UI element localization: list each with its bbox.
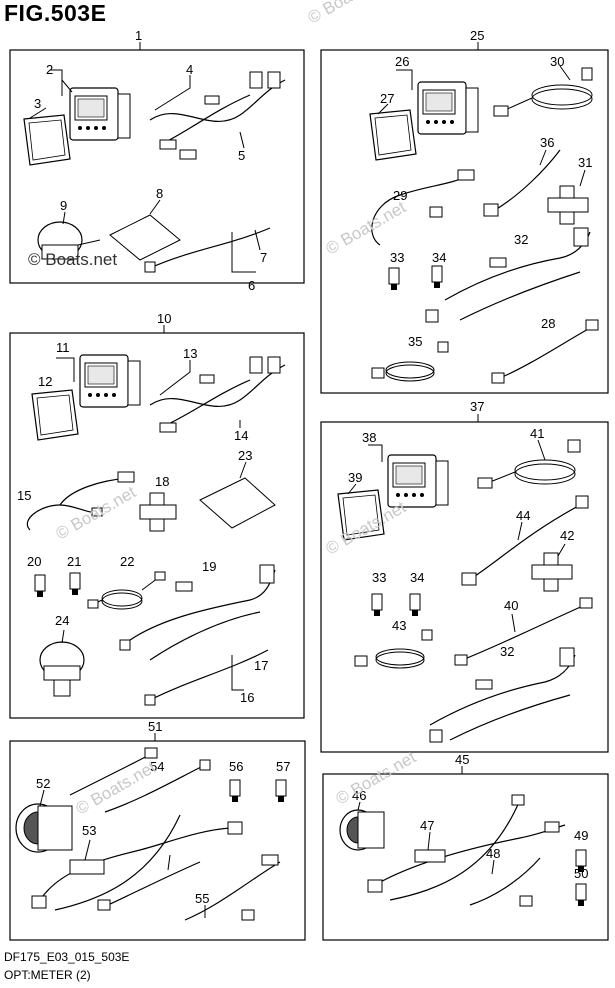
callout: 3 [34, 96, 41, 111]
callout: 41 [530, 426, 544, 441]
callout: 42 [560, 528, 574, 543]
callout: 12 [38, 374, 52, 389]
kit-51-box: 51 52 53 54 55 56 57 [9, 719, 306, 941]
callout: 46 [352, 788, 366, 803]
callout: 2 [46, 62, 53, 77]
callout: 24 [55, 613, 69, 628]
callout: 51 [148, 719, 162, 734]
callout: 57 [276, 759, 290, 774]
callout: 36 [540, 135, 554, 150]
callout: 32 [514, 232, 528, 247]
callout: 39 [348, 470, 362, 485]
callout: 52 [36, 776, 50, 791]
callout: 49 [574, 828, 588, 843]
figure-title: FIG.503E [4, 0, 107, 26]
callout: 34 [432, 250, 446, 265]
watermark: © Boats.net [305, 0, 392, 27]
callout: 40 [504, 598, 518, 613]
callout: 10 [157, 311, 171, 326]
callout: 32 [500, 644, 514, 659]
callout: 44 [516, 508, 530, 523]
callout: 45 [455, 752, 469, 767]
callout: 17 [254, 658, 268, 673]
callout: 29 [393, 188, 407, 203]
kit-1-box: 1 2 3 4 5 6 7 8 9 [9, 28, 305, 293]
callout: 35 [408, 334, 422, 349]
callout: 22 [120, 554, 134, 569]
callout: 1 [135, 28, 142, 43]
footer-caption: OPT:METER (2) [4, 968, 91, 982]
callout: 28 [541, 316, 555, 331]
watermark: © Boats.net [28, 250, 117, 269]
kit-37-box: 37 38 39 40 41 42 43 44 33 34 32 [320, 399, 609, 753]
watermark: © Boats.net [73, 757, 160, 818]
callout: 48 [486, 846, 500, 861]
callout: 7 [260, 250, 267, 265]
callout: 21 [67, 554, 81, 569]
callout: 43 [392, 618, 406, 633]
callout: 16 [240, 690, 254, 705]
callout: 56 [229, 759, 243, 774]
callout: 31 [578, 155, 592, 170]
callout: 15 [17, 488, 31, 503]
kit-10-box: 10 11 12 13 14 15 16 17 18 19 20 21 22 2… [9, 311, 305, 719]
callout: 19 [202, 559, 216, 574]
callout: 23 [238, 448, 252, 463]
callout: 47 [420, 818, 434, 833]
watermark: © Boats.net [53, 482, 140, 543]
callout: 55 [195, 891, 209, 906]
callout: 20 [27, 554, 41, 569]
callout: 50 [574, 866, 588, 881]
callout: 8 [156, 186, 163, 201]
callout: 14 [234, 428, 248, 443]
callout: 54 [150, 759, 164, 774]
watermark: © Boats.net [333, 747, 420, 808]
kit-25-box: 25 26 27 28 29 30 31 32 33 34 35 36 [320, 28, 609, 394]
callout: 4 [186, 62, 193, 77]
callout: 30 [550, 54, 564, 69]
callout: 5 [238, 148, 245, 163]
callout: 6 [248, 278, 255, 293]
callout: 11 [56, 340, 70, 355]
kit-45-box: 45 46 47 48 49 50 [322, 752, 609, 941]
callout: 53 [82, 823, 96, 838]
footer-code: DF175_E03_015_503E [4, 950, 130, 964]
callout: 34 [410, 570, 424, 585]
callout: 37 [470, 399, 484, 414]
callout: 38 [362, 430, 376, 445]
callout: 18 [155, 474, 169, 489]
callout: 13 [183, 346, 197, 361]
callout: 26 [395, 54, 409, 69]
callout: 25 [470, 28, 484, 43]
callout: 27 [380, 91, 394, 106]
callout: 33 [390, 250, 404, 265]
callout: 33 [372, 570, 386, 585]
callout: 9 [60, 198, 67, 213]
